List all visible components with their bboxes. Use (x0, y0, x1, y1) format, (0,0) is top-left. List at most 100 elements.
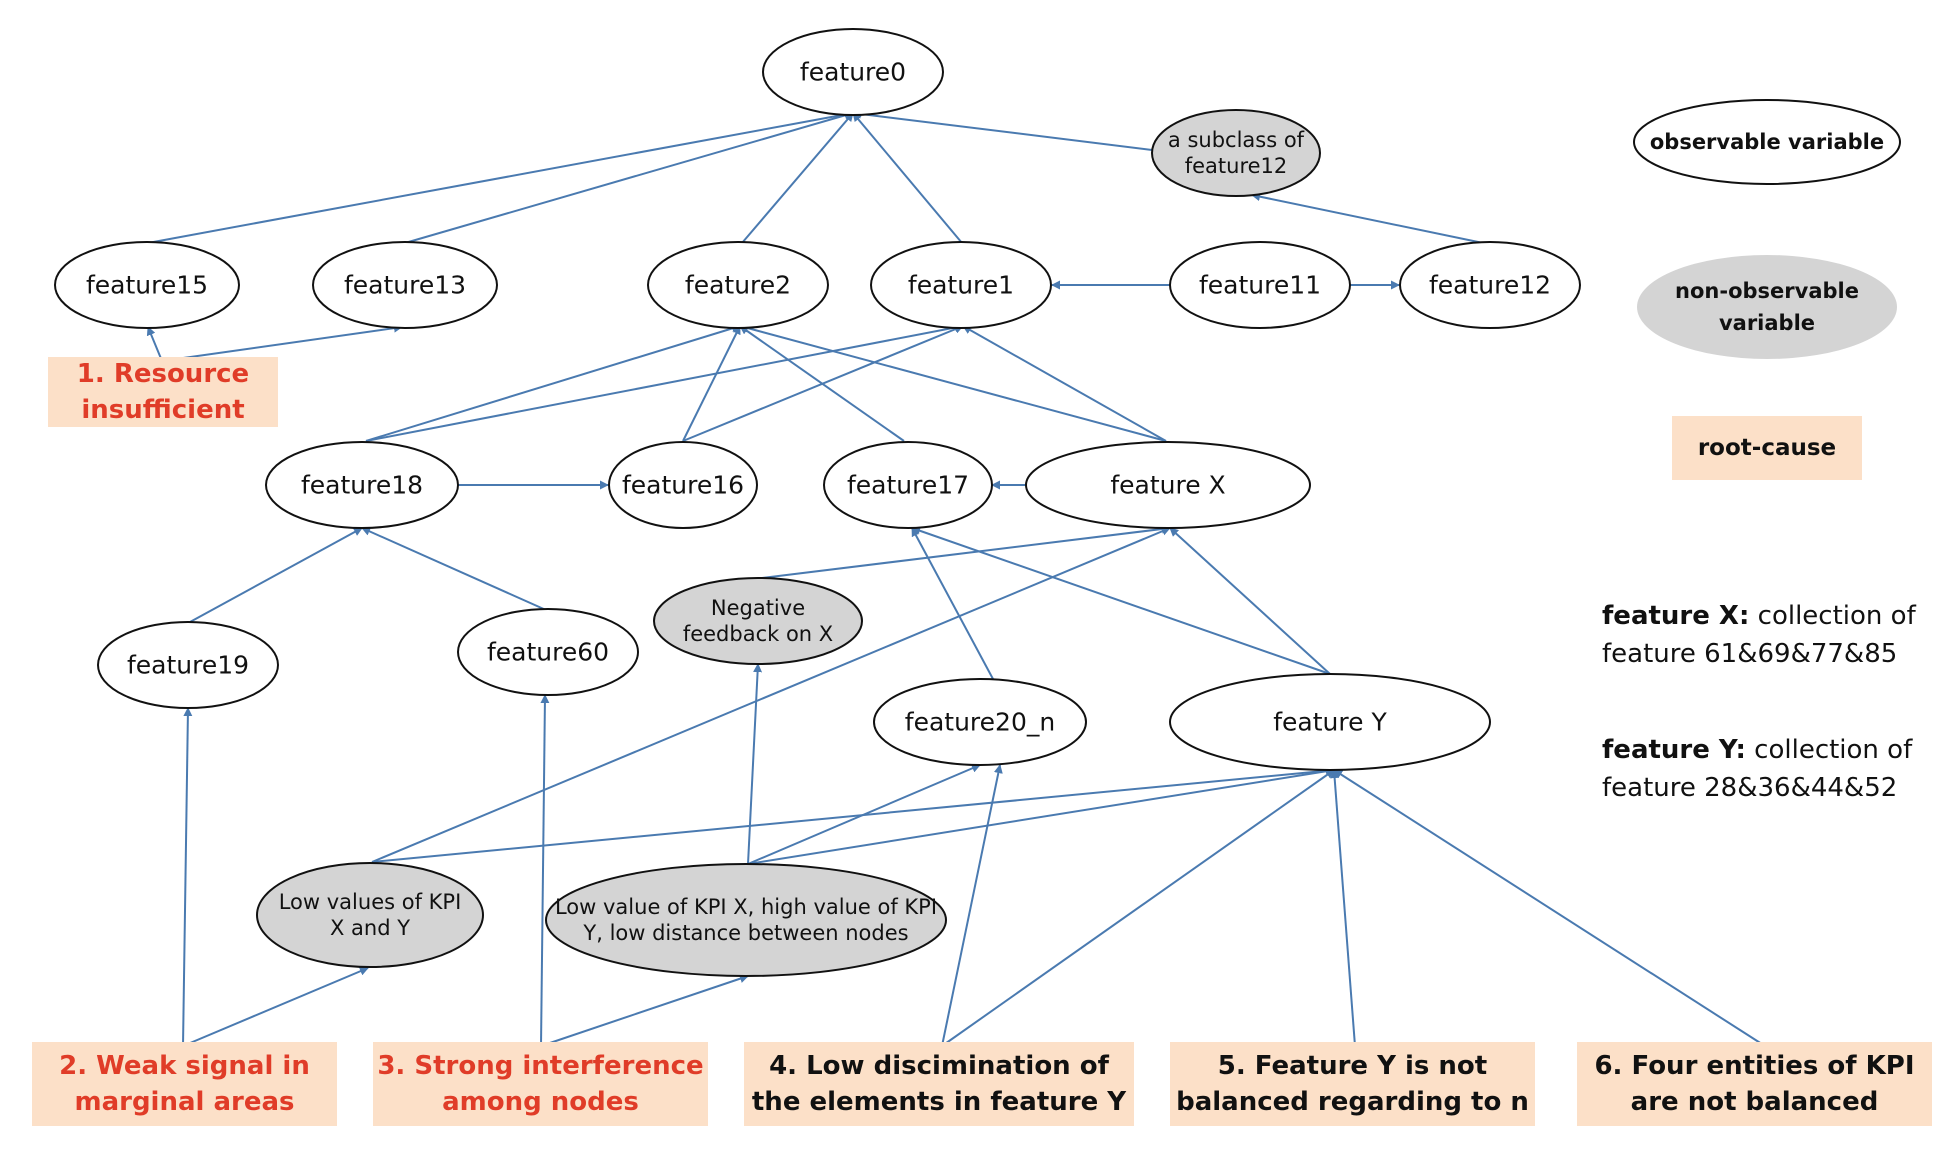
edge-featureY-to-featureX (1169, 527, 1331, 675)
edge-feature60-to-feature18 (361, 527, 547, 611)
edge-rc2-to-feature19 (182, 707, 193, 1047)
edge-feature1-to-feature0 (852, 112, 963, 244)
root-cause-label: insufficient (81, 395, 244, 425)
node-featureY: feature Y (1169, 673, 1491, 771)
node-feature17: feature17 (823, 441, 993, 529)
edge-rc4-to-feature20n (941, 764, 1003, 1047)
node-shape (762, 28, 944, 116)
node-label: feedback on X (683, 622, 833, 646)
node-label: a subclass of (1168, 128, 1305, 152)
legend-non-observable-label: non-observable (1675, 279, 1859, 303)
node-shape (1399, 241, 1581, 329)
node-feature12: feature12 (1399, 241, 1581, 329)
node-feature16: feature16 (608, 441, 758, 529)
root-cause-rc4: 4. Low discimination of the elements in f… (744, 1042, 1134, 1126)
node-featureX: feature X (1025, 441, 1311, 529)
root-cause-box (1577, 1042, 1932, 1126)
edge-rc5-to-featureY (1330, 769, 1356, 1047)
node-label: Low value of KPI X, high value of KPI (555, 895, 937, 919)
node-label: feature18 (301, 471, 423, 500)
root-cause-label: marginal areas (74, 1087, 294, 1117)
note-feature-y: feature Y: collection of feature 28&36&44… (1602, 735, 1913, 803)
node-feature0: feature0 (762, 28, 944, 116)
legend-observable: observable variable (1633, 99, 1901, 185)
edge-lowvalx-to-negfb (747, 663, 763, 865)
edge-featureY-to-feature17 (911, 526, 1331, 675)
node-label: feature12 (1429, 271, 1551, 300)
legend-root-cause-swatch (1672, 416, 1862, 480)
note-line-1: feature X: collection of (1602, 601, 1917, 631)
edge-rc2-to-lowkpi (182, 967, 369, 1047)
node-feature19: feature19 (97, 621, 279, 709)
node-shape (873, 678, 1087, 766)
legend-observable-swatch (1633, 99, 1901, 185)
edge-feature15-to-feature0 (147, 110, 854, 244)
node-shape (97, 621, 279, 709)
edge-feature12-to-subclass12 (1251, 192, 1484, 244)
node-label: feature15 (86, 271, 208, 300)
legend-root-cause-label: root-cause (1698, 435, 1836, 461)
node-label: Low values of KPI (279, 890, 462, 914)
root-cause-box (744, 1042, 1134, 1126)
edge-feature19-to-feature18 (189, 527, 363, 623)
edge-rc1-to-feature13 (161, 323, 403, 362)
node-label: feature17 (847, 471, 969, 500)
legend-observable-label: observable variable (1650, 130, 1884, 154)
root-cause-box (373, 1042, 708, 1126)
node-label: feature0 (800, 58, 906, 87)
node-label: X and Y (330, 916, 410, 940)
node-label: feature12 (1185, 154, 1288, 178)
note-line-1: feature Y: collection of (1602, 735, 1913, 765)
edge-feature16-to-feature2 (682, 325, 741, 442)
edge-rc4-to-featureY (941, 769, 1335, 1047)
edge-lowkpi-to-featureX (371, 526, 1171, 863)
legend-non-observable: non-observable variable (1637, 255, 1897, 359)
edge-rc3-to-lowvalx (540, 974, 749, 1047)
node-label: feature11 (1199, 271, 1321, 300)
node-shape (256, 862, 484, 968)
node-feature60: feature60 (457, 608, 639, 696)
root-cause-label: 4. Low discimination of (769, 1051, 1110, 1081)
edge-feature2-to-feature0 (741, 112, 854, 244)
note-line-2: feature 61&69&77&85 (1602, 639, 1897, 669)
root-cause-label: the elements in feature Y (752, 1087, 1127, 1117)
node-shape (545, 863, 947, 977)
node-shape (312, 241, 498, 329)
edge-feature18-to-feature2 (365, 324, 741, 442)
note-line-2: feature 28&36&44&52 (1602, 773, 1897, 803)
node-label: feature1 (908, 271, 1014, 300)
root-cause-box (48, 357, 278, 427)
legend-non-observable-label: variable (1719, 311, 1815, 335)
node-label: Y, low distance between nodes (582, 921, 908, 945)
node-shape (653, 577, 863, 665)
node-feature18: feature18 (265, 441, 459, 529)
root-cause-box (1170, 1042, 1535, 1126)
root-cause-label: 1. Resource (77, 359, 249, 389)
node-label: feature2 (685, 271, 791, 300)
node-label: feature Y (1273, 708, 1387, 737)
notes: feature X: collection of feature 61&69&77… (1602, 601, 1917, 803)
node-label: feature13 (344, 271, 466, 300)
edge-lowkpi-to-featureY (371, 766, 1335, 863)
node-label: feature20_n (905, 708, 1055, 737)
root-cause-box (32, 1042, 337, 1126)
node-shape (457, 608, 639, 696)
edge-feature17-to-feature2 (739, 325, 905, 442)
edge-lowvalx-to-featureY (747, 766, 1335, 865)
node-shape (1169, 673, 1491, 771)
node-feature20n: feature20_n (873, 678, 1087, 766)
edge-feature13-to-feature0 (404, 110, 854, 244)
edge-rc1-to-feature15 (146, 326, 163, 362)
node-label: feature19 (127, 651, 249, 680)
node-shape (1151, 109, 1321, 197)
edge-feature20n-to-feature17 (911, 527, 994, 680)
node-feature15: feature15 (54, 241, 240, 329)
